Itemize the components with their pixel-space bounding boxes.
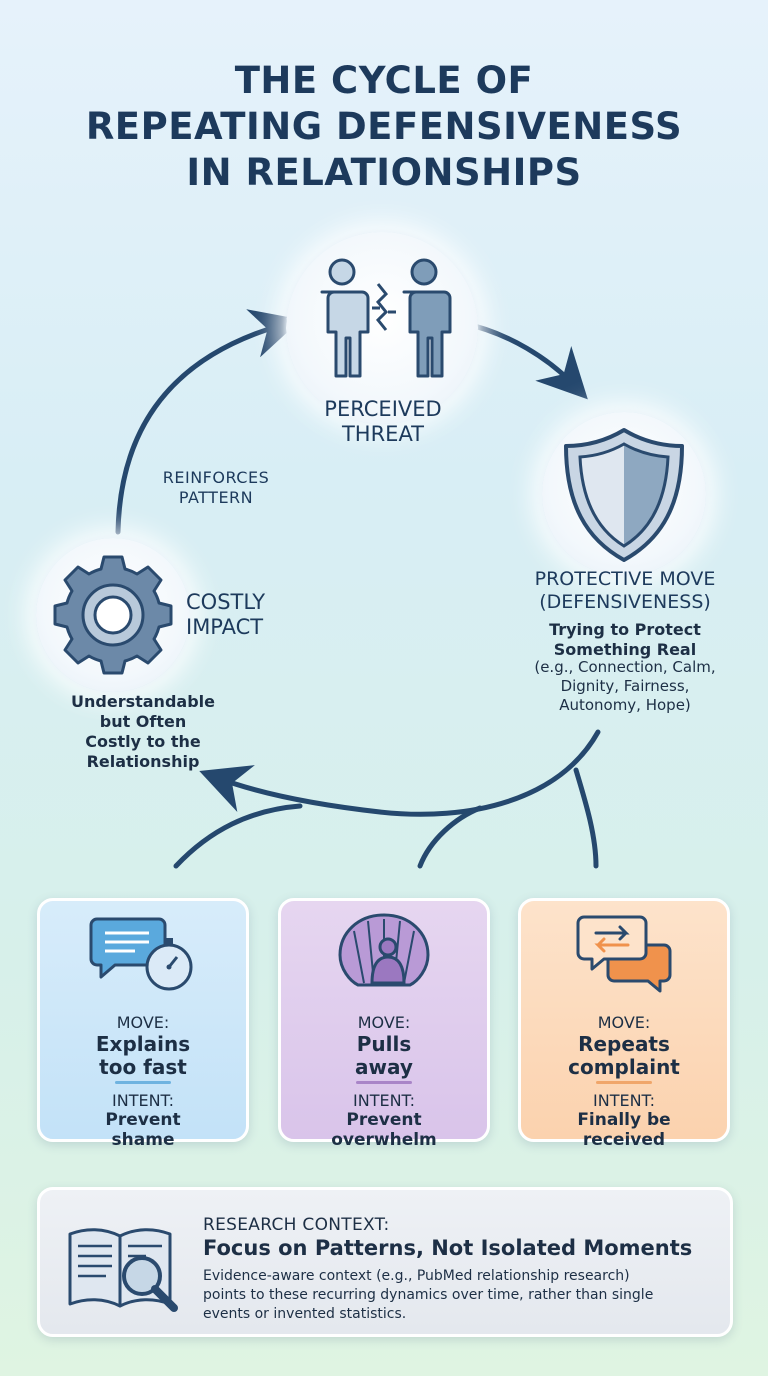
protective-sub-line-1: Trying to Protect bbox=[549, 620, 701, 639]
protective-examples: (e.g., Connection, Calm, Dignity, Fairne… bbox=[494, 658, 756, 715]
gear-icon bbox=[53, 555, 173, 675]
move-label: MOVE: bbox=[116, 1013, 170, 1032]
shield-icon bbox=[564, 428, 684, 562]
intent-value-line-1: Prevent bbox=[105, 1110, 181, 1130]
shell-withdraw-icon bbox=[338, 913, 430, 987]
reinforce-label-line-2: PATTERN bbox=[178, 488, 254, 507]
card-divider bbox=[356, 1081, 412, 1084]
card-divider bbox=[115, 1081, 171, 1084]
research-context-panel: RESEARCH CONTEXT: Focus on Patterns, Not… bbox=[37, 1187, 733, 1337]
title-line-2: REPEATING DEFENSIVENESS bbox=[85, 105, 683, 148]
intent-value: Prevent shame bbox=[40, 1110, 246, 1150]
intent-value-line-2: shame bbox=[111, 1130, 175, 1150]
move-value-line-2: away bbox=[355, 1055, 413, 1079]
research-body-line-1: Evidence-aware context (e.g., PubMed rel… bbox=[203, 1268, 630, 1284]
move-label: MOVE: bbox=[597, 1013, 651, 1032]
impact-label-line-1: COSTLY bbox=[186, 590, 266, 614]
intent-value: Finally be received bbox=[521, 1110, 727, 1150]
move-value-line-1: Repeats bbox=[578, 1032, 670, 1056]
protective-sub: Trying to Protect Something Real bbox=[494, 620, 756, 660]
impact-desc-line-1: Understandable bbox=[71, 692, 215, 711]
move-value-line-2: complaint bbox=[568, 1055, 680, 1079]
threat-label: PERCEIVED THREAT bbox=[280, 397, 486, 447]
impact-label-line-2: IMPACT bbox=[186, 615, 264, 639]
arrow-protective-to-impact bbox=[199, 729, 601, 817]
move-value-line-1: Explains bbox=[95, 1032, 191, 1056]
reinforce-label: REINFORCES PATTERN bbox=[134, 468, 298, 508]
book-magnifier-icon bbox=[68, 1228, 178, 1312]
impact-label: COSTLY IMPACT bbox=[186, 590, 306, 640]
protective-label-line-1: PROTECTIVE MOVE bbox=[534, 568, 716, 590]
research-body: Evidence-aware context (e.g., PubMed rel… bbox=[203, 1267, 723, 1324]
research-subheading: Focus on Patterns, Not Isolated Moments bbox=[203, 1236, 693, 1260]
intent-label: INTENT: bbox=[112, 1091, 174, 1110]
impact-desc: Understandable but Often Costly to the R… bbox=[30, 692, 256, 772]
feeder-card-3 bbox=[573, 767, 599, 869]
intent-value-line-2: overwhelm bbox=[331, 1130, 437, 1150]
protective-examples-line-3: Autonomy, Hope) bbox=[559, 696, 691, 714]
intent-value: Prevent overwhelm bbox=[281, 1110, 487, 1150]
move-label: MOVE: bbox=[357, 1013, 411, 1032]
move-value-line-1: Pulls bbox=[356, 1032, 412, 1056]
two-people-conflict-icon bbox=[320, 258, 452, 378]
page-title: THE CYCLE OF REPEATING DEFENSIVENESS IN … bbox=[0, 58, 768, 196]
intent-value-line-1: Finally be bbox=[577, 1110, 671, 1130]
title-line-1: THE CYCLE OF bbox=[234, 59, 534, 102]
move-value: Repeats complaint bbox=[521, 1033, 727, 1079]
move-card-repeats: MOVE: Repeats complaint INTENT: Finally … bbox=[518, 898, 730, 1150]
reinforce-label-line-1: REINFORCES bbox=[162, 468, 270, 487]
move-value-line-2: too fast bbox=[99, 1055, 187, 1079]
move-value: Pulls away bbox=[281, 1033, 487, 1079]
title-line-3: IN RELATIONSHIPS bbox=[186, 151, 582, 194]
protective-examples-line-2: Dignity, Fairness, bbox=[560, 677, 690, 695]
feeder-card-2 bbox=[417, 805, 483, 869]
protective-sub-line-2: Something Real bbox=[553, 640, 697, 659]
intent-label: INTENT: bbox=[353, 1091, 415, 1110]
repeat-chat-icon bbox=[576, 915, 672, 993]
protective-examples-line-1: (e.g., Connection, Calm, bbox=[534, 658, 716, 676]
protective-label: PROTECTIVE MOVE (DEFENSIVENESS) bbox=[494, 568, 756, 614]
research-body-line-3: events or invented statistics. bbox=[203, 1306, 407, 1322]
feeder-card-1 bbox=[173, 803, 303, 869]
protective-label-line-2: (DEFENSIVENESS) bbox=[539, 591, 711, 613]
impact-desc-line-3: Costly to the bbox=[85, 732, 201, 751]
arrow-threat-to-protective bbox=[459, 320, 588, 400]
chat-stopwatch-icon bbox=[89, 917, 193, 991]
threat-label-line-1: PERCEIVED bbox=[324, 397, 442, 421]
intent-value-line-2: received bbox=[582, 1130, 666, 1150]
move-card-explains: MOVE: Explains too fast INTENT: Prevent … bbox=[37, 898, 249, 1150]
impact-desc-line-4: Relationship bbox=[86, 752, 200, 771]
research-body-line-2: points to these recurring dynamics over … bbox=[203, 1287, 654, 1303]
research-heading: RESEARCH CONTEXT: bbox=[203, 1215, 390, 1235]
move-value: Explains too fast bbox=[40, 1033, 246, 1079]
impact-desc-line-2: but Often bbox=[99, 712, 187, 731]
intent-label: INTENT: bbox=[593, 1091, 655, 1110]
intent-value-line-1: Prevent bbox=[346, 1110, 422, 1130]
threat-label-line-2: THREAT bbox=[341, 422, 425, 446]
card-divider bbox=[596, 1081, 652, 1084]
move-card-pulls-away: MOVE: Pulls away INTENT: Prevent overwhe… bbox=[278, 898, 490, 1150]
